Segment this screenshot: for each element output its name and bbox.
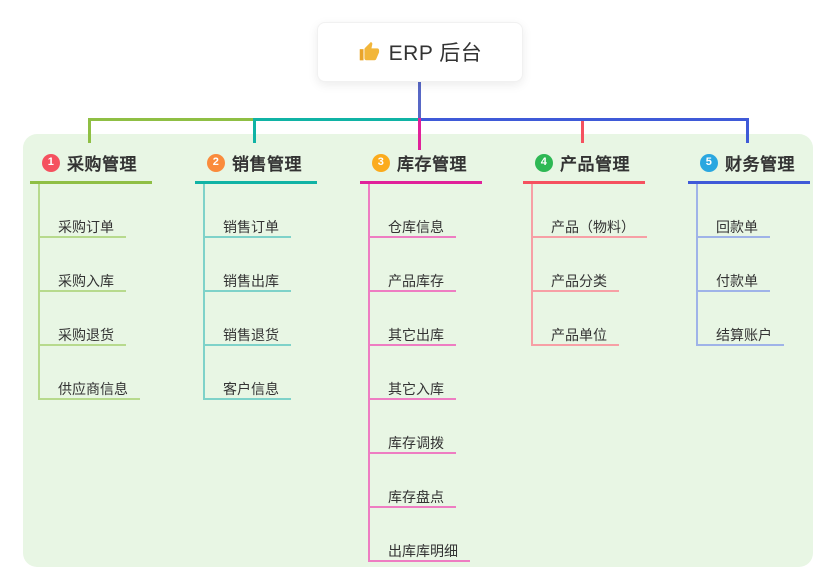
branch-4-item[interactable]: 产品单位: [533, 292, 619, 346]
branch-3-items: 仓库信息产品库存其它出库其它入库库存调拨库存盘点出库库明细: [368, 184, 482, 562]
branch-2-item[interactable]: 销售退货: [205, 292, 291, 346]
branch-3-item[interactable]: 库存盘点: [370, 454, 456, 508]
branch-1-item[interactable]: 采购退货: [40, 292, 126, 346]
connector-line: [253, 118, 418, 121]
thumbs-up-icon: [358, 41, 380, 63]
branch-3-item[interactable]: 其它入库: [370, 346, 456, 400]
branch-3: 3 库存管理仓库信息产品库存其它出库其它入库库存调拨库存盘点出库库明细: [360, 150, 482, 562]
branch-1-items: 采购订单采购入库采购退货供应商信息: [38, 184, 152, 400]
root-title: ERP 后台: [388, 42, 483, 65]
branch-4-item[interactable]: 产品（物料）: [533, 184, 647, 238]
branch-1-number-badge: 1: [42, 153, 60, 172]
connector-line: [746, 118, 749, 143]
branch-1-item[interactable]: 采购入库: [40, 238, 126, 292]
branch-title-label: 采购管理: [67, 155, 137, 174]
branch-title-label: 库存管理: [397, 155, 467, 174]
branch-3-item[interactable]: 出库库明细: [370, 508, 470, 562]
branch-2-title[interactable]: 2 销售管理: [195, 150, 317, 184]
connector-line: [418, 82, 421, 121]
branch-2-number-badge: 2: [207, 153, 225, 172]
branch-3-number-badge: 3: [372, 153, 390, 172]
connector-line: [88, 118, 91, 143]
branch-4-number-badge: 4: [535, 153, 553, 172]
branch-1: 1 采购管理采购订单采购入库采购退货供应商信息: [30, 150, 152, 400]
connector-line: [581, 121, 584, 143]
branch-title-label: 产品管理: [560, 155, 630, 174]
branch-3-item[interactable]: 产品库存: [370, 238, 456, 292]
connector-line: [418, 118, 749, 121]
branch-2-items: 销售订单销售出库销售退货客户信息: [203, 184, 317, 400]
branches-panel: [23, 134, 813, 567]
branch-4-title[interactable]: 4 产品管理: [523, 150, 645, 184]
connector-line: [418, 118, 421, 150]
branch-5-title[interactable]: 5 财务管理: [688, 150, 810, 184]
branch-title-label: 销售管理: [232, 155, 302, 174]
branch-1-item[interactable]: 采购订单: [40, 184, 126, 238]
branch-4-items: 产品（物料）产品分类产品单位: [531, 184, 647, 346]
branch-5-items: 回款单付款单结算账户: [696, 184, 810, 346]
branch-3-item[interactable]: 库存调拨: [370, 400, 456, 454]
branch-5-item[interactable]: 回款单: [698, 184, 770, 238]
branch-1-item[interactable]: 供应商信息: [40, 346, 140, 400]
branch-5-number-badge: 5: [700, 153, 718, 172]
root-node[interactable]: ERP 后台: [317, 22, 523, 82]
branch-3-title[interactable]: 3 库存管理: [360, 150, 482, 184]
branch-1-title[interactable]: 1 采购管理: [30, 150, 152, 184]
branch-title-label: 财务管理: [725, 155, 795, 174]
branch-2: 2 销售管理销售订单销售出库销售退货客户信息: [195, 150, 317, 400]
branch-5: 5 财务管理回款单付款单结算账户: [688, 150, 810, 346]
branch-4: 4 产品管理产品（物料）产品分类产品单位: [523, 150, 647, 346]
branch-3-item[interactable]: 其它出库: [370, 292, 456, 346]
branch-2-item[interactable]: 销售订单: [205, 184, 291, 238]
branch-4-item[interactable]: 产品分类: [533, 238, 619, 292]
connector-line: [253, 118, 256, 143]
branch-2-item[interactable]: 客户信息: [205, 346, 291, 400]
branch-2-item[interactable]: 销售出库: [205, 238, 291, 292]
branch-3-item[interactable]: 仓库信息: [370, 184, 456, 238]
branch-5-item[interactable]: 结算账户: [698, 292, 784, 346]
connector-line: [88, 118, 253, 121]
branch-5-item[interactable]: 付款单: [698, 238, 770, 292]
